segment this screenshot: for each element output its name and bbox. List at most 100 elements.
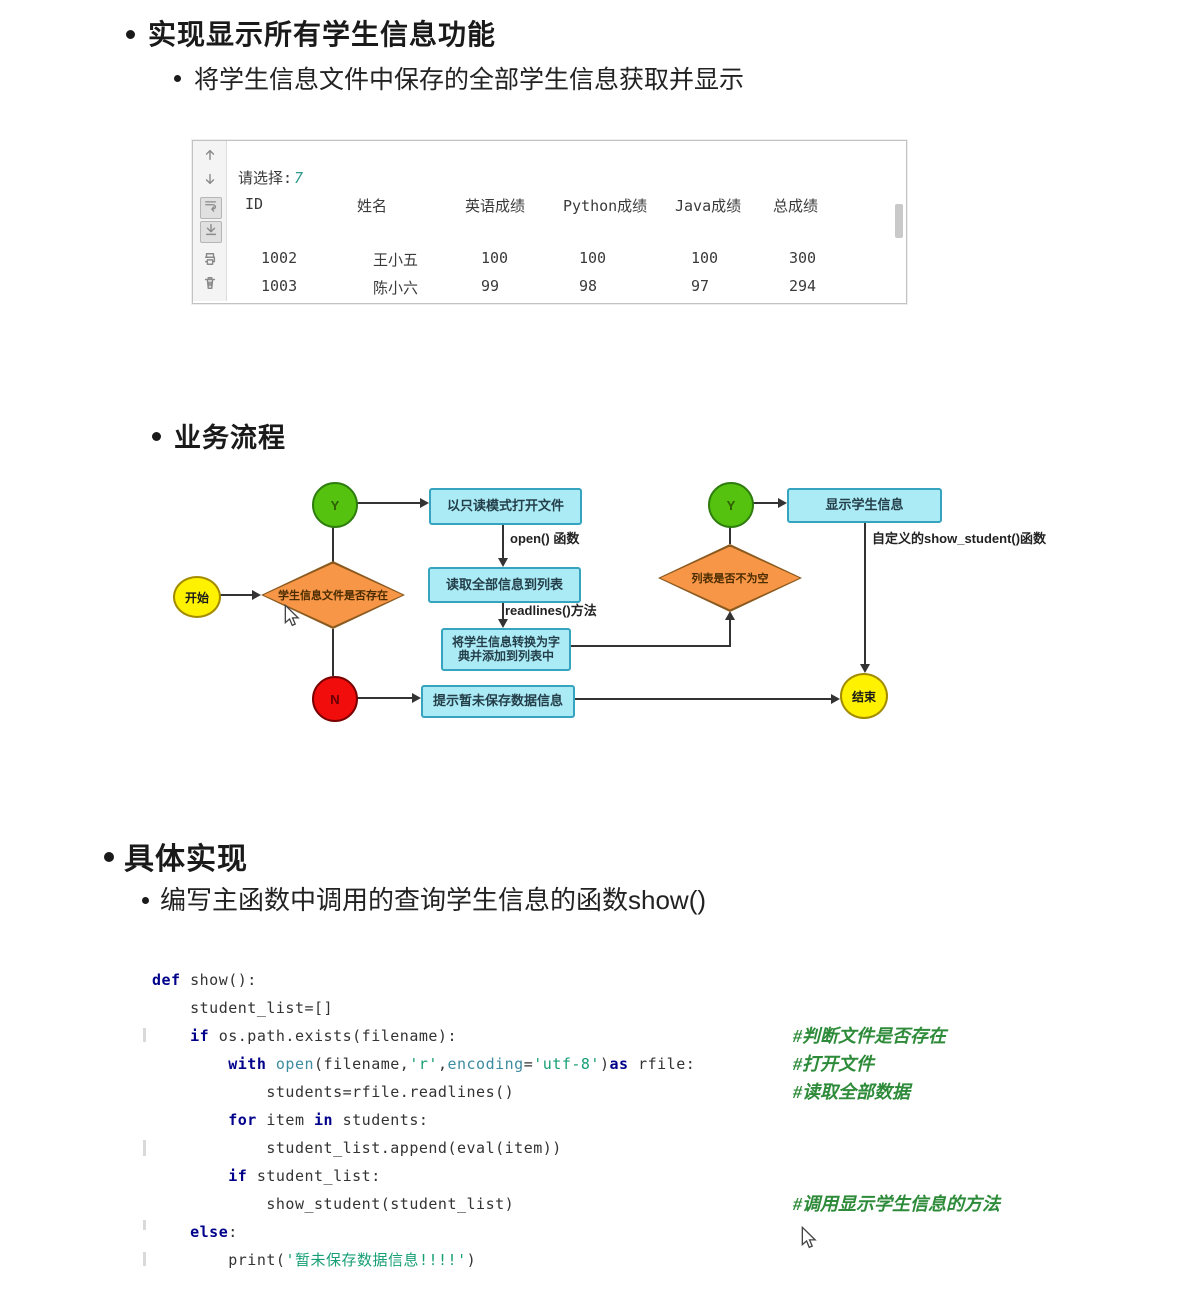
table-row: 1002 王小五 100 100 100 300 <box>237 249 879 270</box>
table-header-cell: ID <box>245 195 264 213</box>
console-toolbar <box>193 141 227 301</box>
table-header-row: ID 姓名 英语成绩 Python成绩 Java成绩 总成绩 <box>237 195 863 216</box>
table-cell: 100 <box>691 249 719 267</box>
table-header-cell: 总成绩 <box>773 197 819 215</box>
flow-decision-list-not-empty: 列表是否不为空 <box>658 544 802 612</box>
print-icon <box>203 252 217 271</box>
table-cell: 100 <box>579 249 607 267</box>
flow-box-no-data-prompt: 提示暂未保存数据信息 <box>421 685 575 718</box>
section1-title: 实现显示所有学生信息功能 <box>148 19 497 50</box>
flow-line <box>332 629 334 676</box>
code-comment: #读取全部数据 <box>793 1082 910 1102</box>
scroll-up-icon <box>203 148 217 167</box>
code-line: show_student(student_list) <box>152 1195 515 1213</box>
arrowhead-icon <box>412 693 421 703</box>
print-button[interactable] <box>200 251 220 271</box>
arrowhead-icon <box>498 558 508 567</box>
gutter-mark <box>143 1028 146 1042</box>
prompt-label: 请选择: <box>238 169 293 187</box>
table-header-cell: 英语成绩 <box>465 197 526 215</box>
soft-wrap-button[interactable] <box>200 197 222 219</box>
arrowhead-icon <box>420 498 429 508</box>
gutter-mark <box>143 1220 146 1230</box>
flow-no-node: N <box>312 676 358 722</box>
bullet-icon <box>104 852 114 862</box>
flow-line <box>354 502 421 504</box>
code-comment: #判断文件是否存在 <box>793 1026 946 1046</box>
table-header-cell: 姓名 <box>357 197 388 215</box>
section3-title: 具体实现 <box>124 843 248 876</box>
section1-subtitle: 将学生信息文件中保存的全部学生信息获取并显示 <box>194 66 745 94</box>
table-header-cell: Java成绩 <box>675 197 742 215</box>
arrowhead-icon <box>860 664 870 673</box>
scroll-down-button[interactable] <box>200 171 220 191</box>
flow-line <box>729 524 731 544</box>
gutter-mark <box>143 1140 146 1156</box>
code-line: def show(): <box>152 971 257 989</box>
mouse-cursor-icon <box>284 604 300 627</box>
convert-line1: 将学生信息转换为字 <box>451 634 560 649</box>
flow-line <box>750 502 780 504</box>
arrowhead-icon <box>778 498 787 508</box>
flow-start-node: 开始 <box>173 576 221 618</box>
scroll-to-end-button[interactable] <box>200 221 222 243</box>
flow-label-show-fn: 自定义的show_student()函数 <box>872 531 1047 546</box>
table-cell: 陈小六 <box>373 279 419 297</box>
scroll-to-end-icon <box>204 223 218 242</box>
flow-label-readlines-fn: readlines()方法 <box>505 603 597 618</box>
console-prompt-line: 请选择:7 <box>238 167 303 188</box>
flow-box-show-students: 显示学生信息 <box>787 488 942 523</box>
console-scrollbar-thumb[interactable] <box>895 204 903 238</box>
flow-yes2-node: Y <box>708 482 754 528</box>
flow-line <box>571 698 832 700</box>
table-cell: 97 <box>691 277 710 295</box>
bullet-icon <box>126 30 135 39</box>
flow-line <box>567 645 730 647</box>
code-line: for item in students: <box>228 1111 429 1129</box>
prompt-value: 7 <box>294 169 304 187</box>
flow-line <box>332 524 334 562</box>
code-line: else: <box>190 1223 238 1241</box>
section2-title: 业务流程 <box>174 423 286 453</box>
code-line: student_list.append(eval(item)) <box>152 1139 562 1157</box>
code-line: if os.path.exists(filename): <box>190 1027 457 1045</box>
flow-line <box>502 599 504 620</box>
code-line: if student_list: <box>228 1167 381 1185</box>
code-line: student_list=[] <box>152 999 334 1017</box>
flow-box-read-list: 读取全部信息到列表 <box>428 567 581 603</box>
flow-label-open-fn: open() 函数 <box>510 531 580 546</box>
table-cell: 1003 <box>261 277 298 295</box>
code-block: def show(): student_list=[] if os.path.e… <box>152 966 852 1274</box>
soft-wrap-icon <box>204 199 218 218</box>
table-cell: 100 <box>481 249 509 267</box>
arrowhead-icon <box>252 590 261 600</box>
convert-line2: 典并添加到列表中 <box>457 648 554 663</box>
flow-box-convert-dict: 将学生信息转换为字 典并添加到列表中 <box>441 628 571 671</box>
table-cell: 99 <box>481 277 500 295</box>
flow-line <box>729 620 731 647</box>
arrowhead-icon <box>725 611 735 620</box>
decision-label: 列表是否不为空 <box>691 573 769 585</box>
code-line: students=rfile.readlines() <box>152 1083 515 1101</box>
flow-line <box>354 697 414 699</box>
bullet-icon <box>152 432 161 441</box>
bullet-icon <box>174 75 181 82</box>
table-cell: 300 <box>789 249 817 267</box>
delete-button[interactable] <box>200 275 220 295</box>
table-cell: 王小五 <box>373 251 419 269</box>
flow-line <box>502 521 504 559</box>
flow-box-open-file: 以只读模式打开文件 <box>429 488 582 525</box>
table-header-cell: Python成绩 <box>563 197 648 215</box>
scroll-down-icon <box>203 172 217 191</box>
scroll-up-button[interactable] <box>200 147 220 167</box>
code-comment: #打开文件 <box>793 1054 874 1074</box>
code-line: with open(filename,'r',encoding='utf-8')… <box>228 1055 696 1073</box>
flow-line <box>217 594 253 596</box>
delete-icon <box>203 276 217 295</box>
arrowhead-icon <box>498 619 508 628</box>
table-cell: 1002 <box>261 249 298 267</box>
